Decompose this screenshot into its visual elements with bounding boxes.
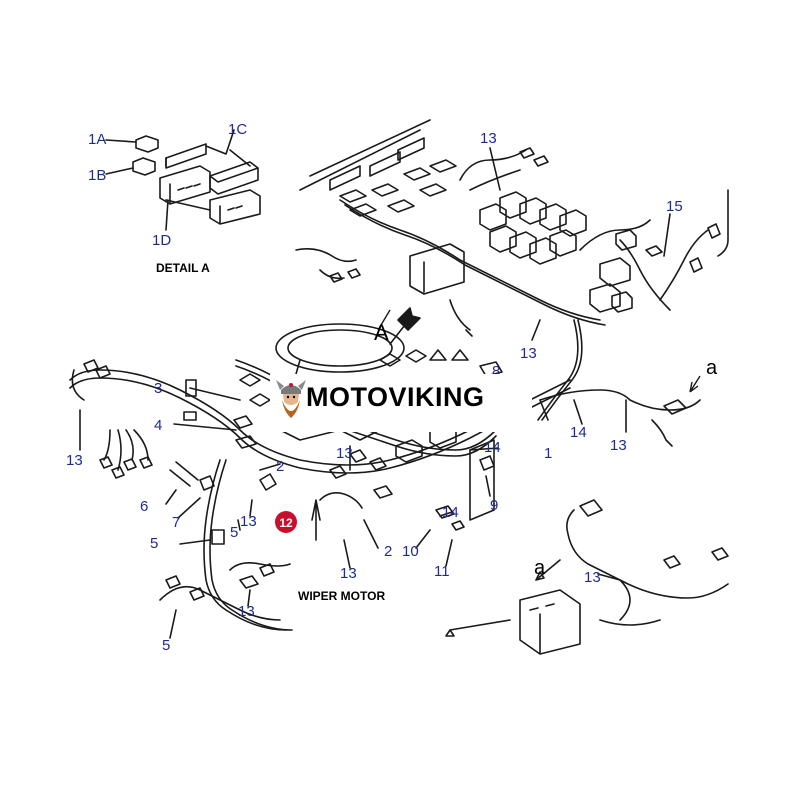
- callout-2-left: 2: [276, 458, 284, 475]
- view-a-inset: [445, 499, 729, 655]
- callout-4: 4: [154, 417, 162, 434]
- watermark-brand: MOTOVIKING: [306, 382, 485, 412]
- callout-11: 11: [434, 563, 450, 580]
- callout-13-top: 13: [480, 130, 497, 147]
- detail-a-label: DETAIL A: [156, 261, 210, 275]
- callout-13-center: 13: [336, 445, 353, 462]
- detail-a-connectors: [105, 129, 261, 231]
- view-arrow-letter: A: [374, 320, 389, 345]
- callout-2-right: 2: [384, 543, 392, 560]
- view-small-a-inset: a: [534, 557, 546, 579]
- callout-8: 8: [492, 363, 500, 380]
- callout-1a: 1A: [88, 131, 106, 148]
- part-12-badge-number: 12: [279, 516, 293, 530]
- callout-13-mid: 13: [520, 345, 537, 362]
- callout-3: 3: [154, 380, 162, 397]
- callout-14-lower: 14: [442, 504, 459, 521]
- part-12-badge: 12: [275, 511, 297, 533]
- callout-1b: 1B: [88, 167, 106, 184]
- callout-5-left: 5: [150, 535, 158, 552]
- callout-14-center: 14: [484, 439, 501, 456]
- callout-5-bottom: 5: [162, 637, 170, 654]
- callout-10: 10: [402, 543, 419, 560]
- callout-9: 9: [490, 497, 498, 514]
- callout-15: 15: [666, 198, 683, 215]
- callout-13-lower-left: 13: [240, 513, 257, 530]
- callout-13-wiper: 13: [340, 565, 357, 582]
- callout-13-inset: 13: [584, 569, 601, 586]
- upper-harness: [295, 119, 729, 447]
- view-a-marker: [377, 309, 701, 393]
- callout-13-left: 13: [66, 452, 83, 469]
- callout-1: 1: [544, 445, 552, 462]
- wiper-motor-label: WIPER MOTOR: [298, 589, 385, 603]
- callout-1d: 1D: [152, 232, 171, 249]
- callout-5-upper: 5: [230, 524, 238, 541]
- callout-6: 6: [140, 498, 148, 515]
- view-small-a-marker: a: [706, 357, 718, 379]
- callout-13-bottom: 13: [238, 603, 255, 620]
- dashboard-center: [233, 323, 503, 541]
- callout-13-right: 13: [610, 437, 627, 454]
- callout-14-right: 14: [570, 424, 587, 441]
- callout-7: 7: [172, 514, 180, 531]
- callout-group: 1A 1B 1C 1D 13 15 13 8 3 4 13 14 1 14 13…: [66, 121, 683, 654]
- watermark-backdrop: [270, 374, 532, 432]
- viking-head-icon: [276, 380, 306, 418]
- callout-1c: 1C: [228, 121, 247, 138]
